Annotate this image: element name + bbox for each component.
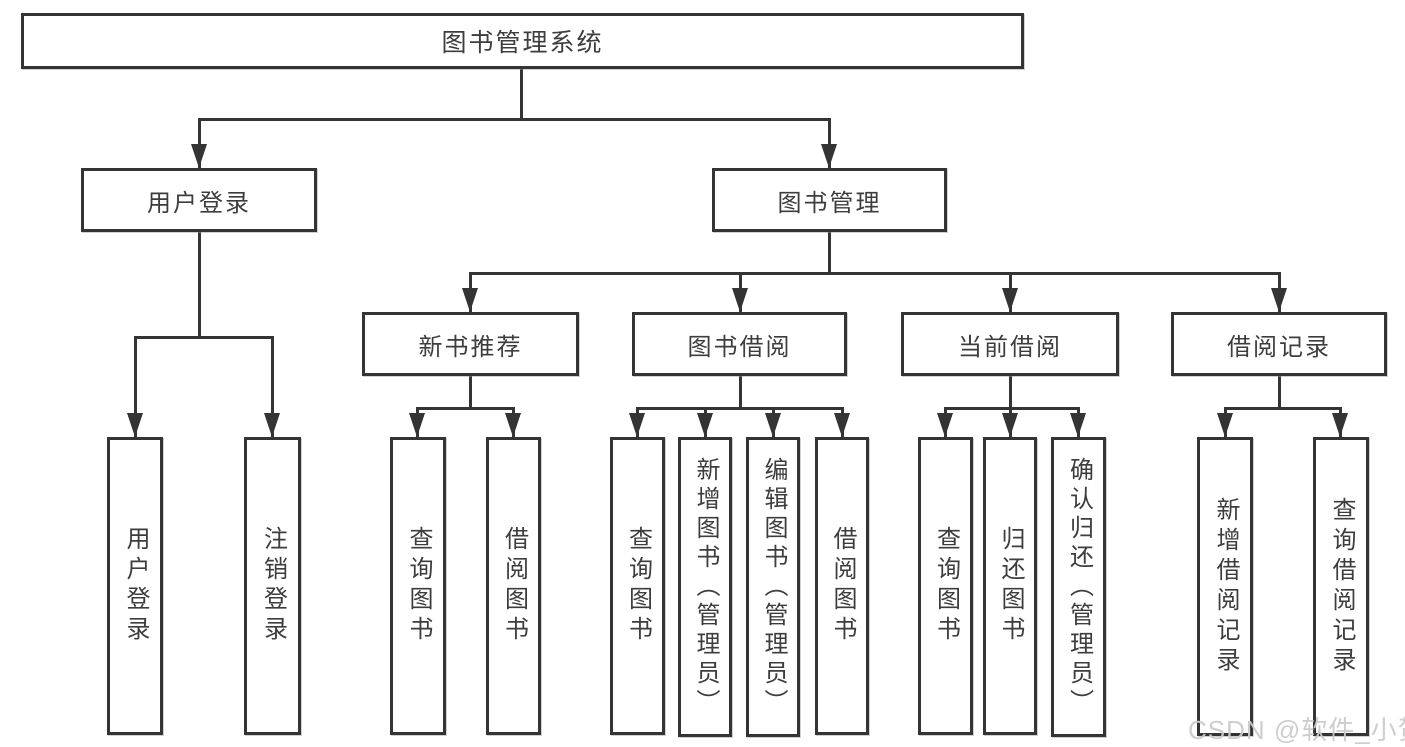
node-label: 借阅记录 [1227, 333, 1331, 361]
arrow-down-icon [1070, 413, 1086, 437]
connector-line [271, 336, 274, 438]
connector-line [1224, 407, 1342, 410]
node-label: 注销登录 [259, 526, 287, 646]
connector-line [1009, 376, 1012, 409]
leaf-return-book: 归还图书 [983, 437, 1037, 735]
node-label: 归还图书 [997, 526, 1024, 646]
leaf-query-books-current: 查询图书 [918, 437, 973, 735]
node-current-borrow: 当前借阅 [901, 312, 1119, 376]
connector-line [1278, 376, 1281, 409]
arrow-down-icon [1002, 413, 1018, 437]
node-label: 图书借阅 [687, 333, 792, 361]
connector-line [416, 407, 515, 410]
connector-line [469, 272, 1281, 275]
node-label: 用户登录 [122, 526, 149, 646]
node-label: 确认归还（管理员） [1065, 456, 1093, 718]
leaf-add-borrow-record: 新增借阅记录 [1197, 437, 1253, 736]
arrow-down-icon [821, 144, 837, 168]
leaf-query-books-borrow: 查询图书 [610, 437, 665, 735]
node-label: 编辑图书（管理员） [760, 456, 787, 718]
node-book-management: 图书管理 [712, 168, 947, 232]
node-user-login: 用户登录 [81, 168, 317, 232]
leaf-edit-book-admin: 编辑图书（管理员） [746, 437, 800, 737]
connector-line [828, 118, 831, 169]
leaf-logout: 注销登录 [244, 437, 301, 735]
leaf-borrow-books-recommend: 借阅图书 [486, 437, 541, 735]
node-library-management-system: 图书管理系统 [21, 13, 1024, 69]
node-label: 借阅图书 [500, 526, 528, 646]
arrow-down-icon [834, 413, 850, 437]
arrow-down-icon [629, 413, 645, 437]
leaf-query-borrow-record: 查询借阅记录 [1313, 437, 1369, 736]
arrow-down-icon [462, 288, 478, 312]
connector-line [944, 407, 1080, 410]
node-label: 新增借阅记录 [1212, 496, 1239, 677]
node-new-book-recommend: 新书推荐 [362, 312, 579, 376]
node-label: 借阅图书 [829, 526, 856, 646]
leaf-query-books-recommend: 查询图书 [390, 437, 446, 735]
arrow-down-icon [264, 413, 280, 437]
leaf-add-book-admin: 新增图书（管理员） [678, 437, 732, 737]
node-label: 图书管理系统 [441, 29, 604, 57]
node-label: 新增图书（管理员） [692, 456, 719, 718]
connector-line [636, 407, 844, 410]
arrow-down-icon [1002, 288, 1018, 312]
arrow-down-icon [409, 413, 425, 437]
connector-line [828, 232, 831, 274]
connector-line [739, 376, 742, 409]
arrow-down-icon [505, 413, 521, 437]
leaf-borrow-books: 借阅图书 [815, 437, 869, 735]
connector-line [198, 118, 201, 169]
node-label: 查询图书 [405, 526, 432, 646]
watermark: CSDN @软件_小贺同学 [1188, 715, 1405, 745]
connector-line [198, 232, 201, 338]
node-label: 查询图书 [624, 526, 652, 646]
arrow-down-icon [1271, 288, 1287, 312]
arrow-down-icon [937, 413, 953, 437]
node-label: 当前借阅 [958, 333, 1062, 361]
arrow-down-icon [697, 413, 713, 437]
node-label: 用户登录 [147, 189, 251, 217]
connector-line [134, 336, 137, 438]
arrow-down-icon [127, 413, 143, 437]
connector-line [134, 336, 274, 339]
arrow-down-icon [732, 288, 748, 312]
arrow-down-icon [1332, 413, 1348, 437]
node-label: 新书推荐 [418, 333, 523, 361]
node-label: 查询图书 [932, 526, 960, 646]
node-borrow-records: 借阅记录 [1171, 312, 1387, 376]
connector-line [520, 69, 523, 120]
arrow-down-icon [765, 413, 781, 437]
node-book-borrow: 图书借阅 [632, 312, 847, 376]
node-label: 图书管理 [777, 189, 882, 217]
arrow-down-icon [1217, 413, 1233, 437]
connector-line [198, 118, 831, 121]
leaf-confirm-return-admin: 确认归还（管理员） [1051, 437, 1106, 737]
arrow-down-icon [191, 144, 207, 168]
connector-line [469, 376, 472, 409]
node-label: 查询借阅记录 [1328, 496, 1355, 677]
leaf-user-login: 用户登录 [107, 437, 163, 735]
